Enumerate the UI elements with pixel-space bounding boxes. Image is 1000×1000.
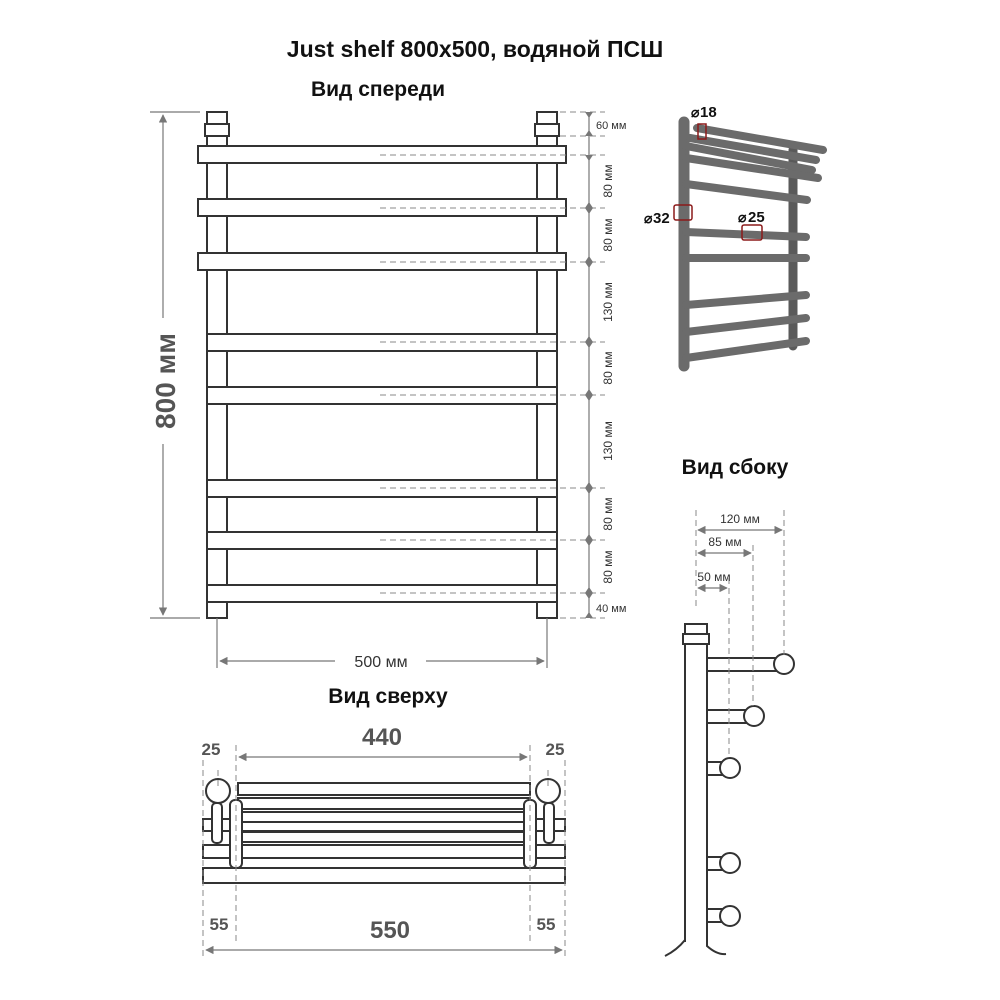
top-dim-55-right: 55 [537,915,556,934]
segment-ticks [585,112,593,618]
d18-marker [697,123,707,140]
top-dim-25-right: 25 [546,740,565,759]
diameter-25-label: ⌀ 25 [738,209,765,226]
top-view-title: Вид сверху [328,685,448,708]
svg-text:⌀: ⌀ [691,104,700,120]
top-dim-440: 440 [362,724,402,751]
segment-label: 80 мм [601,550,615,583]
perspective-render: ⌀ 18 ⌀ 32 ⌀ 25 [644,104,827,372]
side-view-title: Вид сбоку [682,456,789,479]
top-view: 440 25 25 550 55 55 [202,724,566,960]
width-total-label: 500 мм [354,654,407,671]
svg-text:18: 18 [700,104,717,121]
top-dim-550: 550 [370,917,410,944]
side-dim-120: 120 мм [720,512,760,526]
side-arm [707,653,795,675]
svg-text:32: 32 [653,210,670,227]
diameter-18-label: ⌀ 18 [691,104,717,121]
svg-text:⌀: ⌀ [644,210,653,226]
top-dim-55-left: 55 [210,915,229,934]
side-arm [707,905,741,927]
side-view: 120 мм 85 мм 50 мм [664,510,795,957]
d32-marker [673,204,693,221]
front-view-title: Вид спереди [311,78,445,101]
height-total-label: 800 мм [150,333,181,429]
front-view: 800 мм 500 мм [150,111,626,671]
top-dim-25-left: 25 [202,740,221,759]
side-dim-85: 85 мм [708,535,741,549]
diameter-32-label: ⌀ 32 [644,210,670,227]
segment-label: 80 мм [601,218,615,251]
right-top-fitting [534,111,560,147]
segment-label: 130 мм [601,421,615,461]
segment-label: 40 мм [596,603,626,615]
side-arm [707,705,765,727]
front-extension-lines [380,111,605,619]
page-title: Just shelf 800x500, водяной ПСШ [287,36,663,62]
d25-marker [741,224,763,241]
svg-text:25: 25 [748,209,765,226]
svg-text:⌀: ⌀ [738,209,747,225]
segment-label: 60 мм [596,120,626,132]
left-top-fitting [204,111,230,147]
side-arm [707,757,741,779]
segment-label: 80 мм [601,351,615,384]
segment-label: 80 мм [601,497,615,530]
side-dim-50: 50 мм [697,570,730,584]
segment-label: 130 мм [601,282,615,322]
side-arm [707,852,741,874]
segment-label: 80 мм [601,164,615,197]
